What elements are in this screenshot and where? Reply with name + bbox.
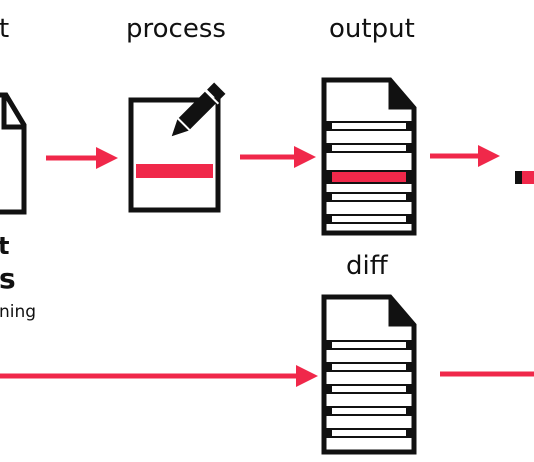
- arrow-input-to-process: [46, 147, 118, 169]
- process-label: process: [126, 14, 226, 44]
- input-caption-bold-2: s: [0, 262, 16, 295]
- input-caption-small: ning: [0, 302, 37, 322]
- arrow-process-to-output: [240, 146, 316, 168]
- arrow-to-diff: [0, 365, 318, 387]
- document-icon: [0, 92, 27, 215]
- lined-document-icon: [321, 77, 417, 236]
- output-label: output: [329, 14, 415, 44]
- input-label-fragment: t: [0, 14, 10, 44]
- diff-document-icon: [321, 294, 417, 455]
- arrow-output-to-next: [430, 145, 534, 184]
- input-caption-bold-1: t: [0, 232, 10, 260]
- diff-label: diff: [346, 251, 388, 281]
- pencil-edit-icon: [128, 82, 226, 213]
